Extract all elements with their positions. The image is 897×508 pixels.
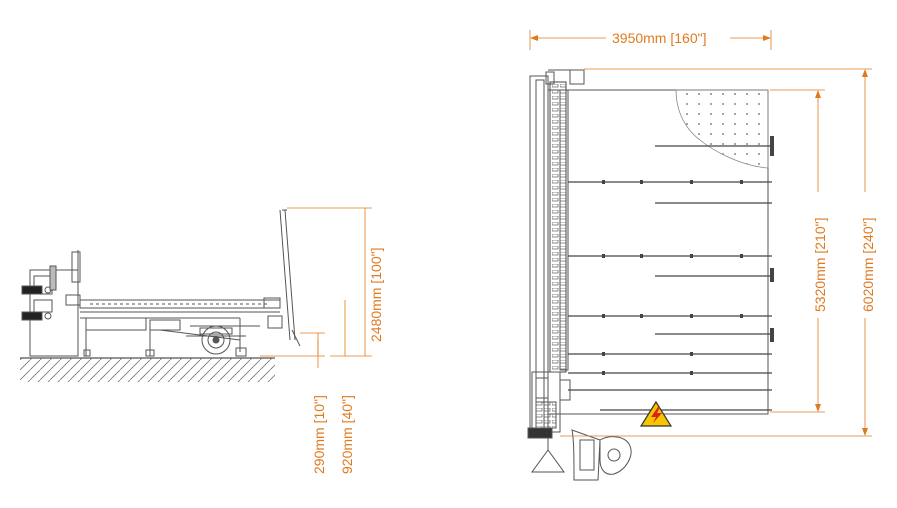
dim-clearance: 290mm [10"] bbox=[311, 395, 327, 474]
bar-markers bbox=[602, 136, 774, 375]
control-cabinet bbox=[21, 250, 81, 357]
side-dimensions bbox=[260, 207, 372, 368]
dim-total-length: 6020mm [240"] bbox=[860, 218, 876, 312]
dim-table-length: 5320mm [210"] bbox=[812, 218, 828, 312]
tilt-mechanism bbox=[186, 325, 246, 355]
width-dimension-line bbox=[529, 30, 772, 50]
floor bbox=[20, 357, 275, 382]
support-bars bbox=[568, 145, 772, 411]
top-view: 3950mm [160"] bbox=[527, 30, 876, 481]
high-voltage-icon bbox=[639, 400, 673, 427]
operator-console bbox=[571, 429, 632, 481]
tilted-table-back bbox=[263, 209, 301, 347]
dim-width: 3950mm [160"] bbox=[612, 30, 706, 46]
length-dimension-lines bbox=[560, 68, 872, 437]
dim-height-total: 2480mm [100"] bbox=[368, 248, 384, 342]
side-view: 2480mm [100"] 920mm [40"] 290mm [10"] bbox=[20, 207, 384, 474]
air-cushion-zone bbox=[675, 89, 769, 169]
drive-unit bbox=[527, 371, 571, 450]
pedal-symbol bbox=[531, 449, 565, 473]
table-frame bbox=[79, 299, 281, 357]
dim-working-height: 920mm [40"] bbox=[339, 395, 355, 474]
